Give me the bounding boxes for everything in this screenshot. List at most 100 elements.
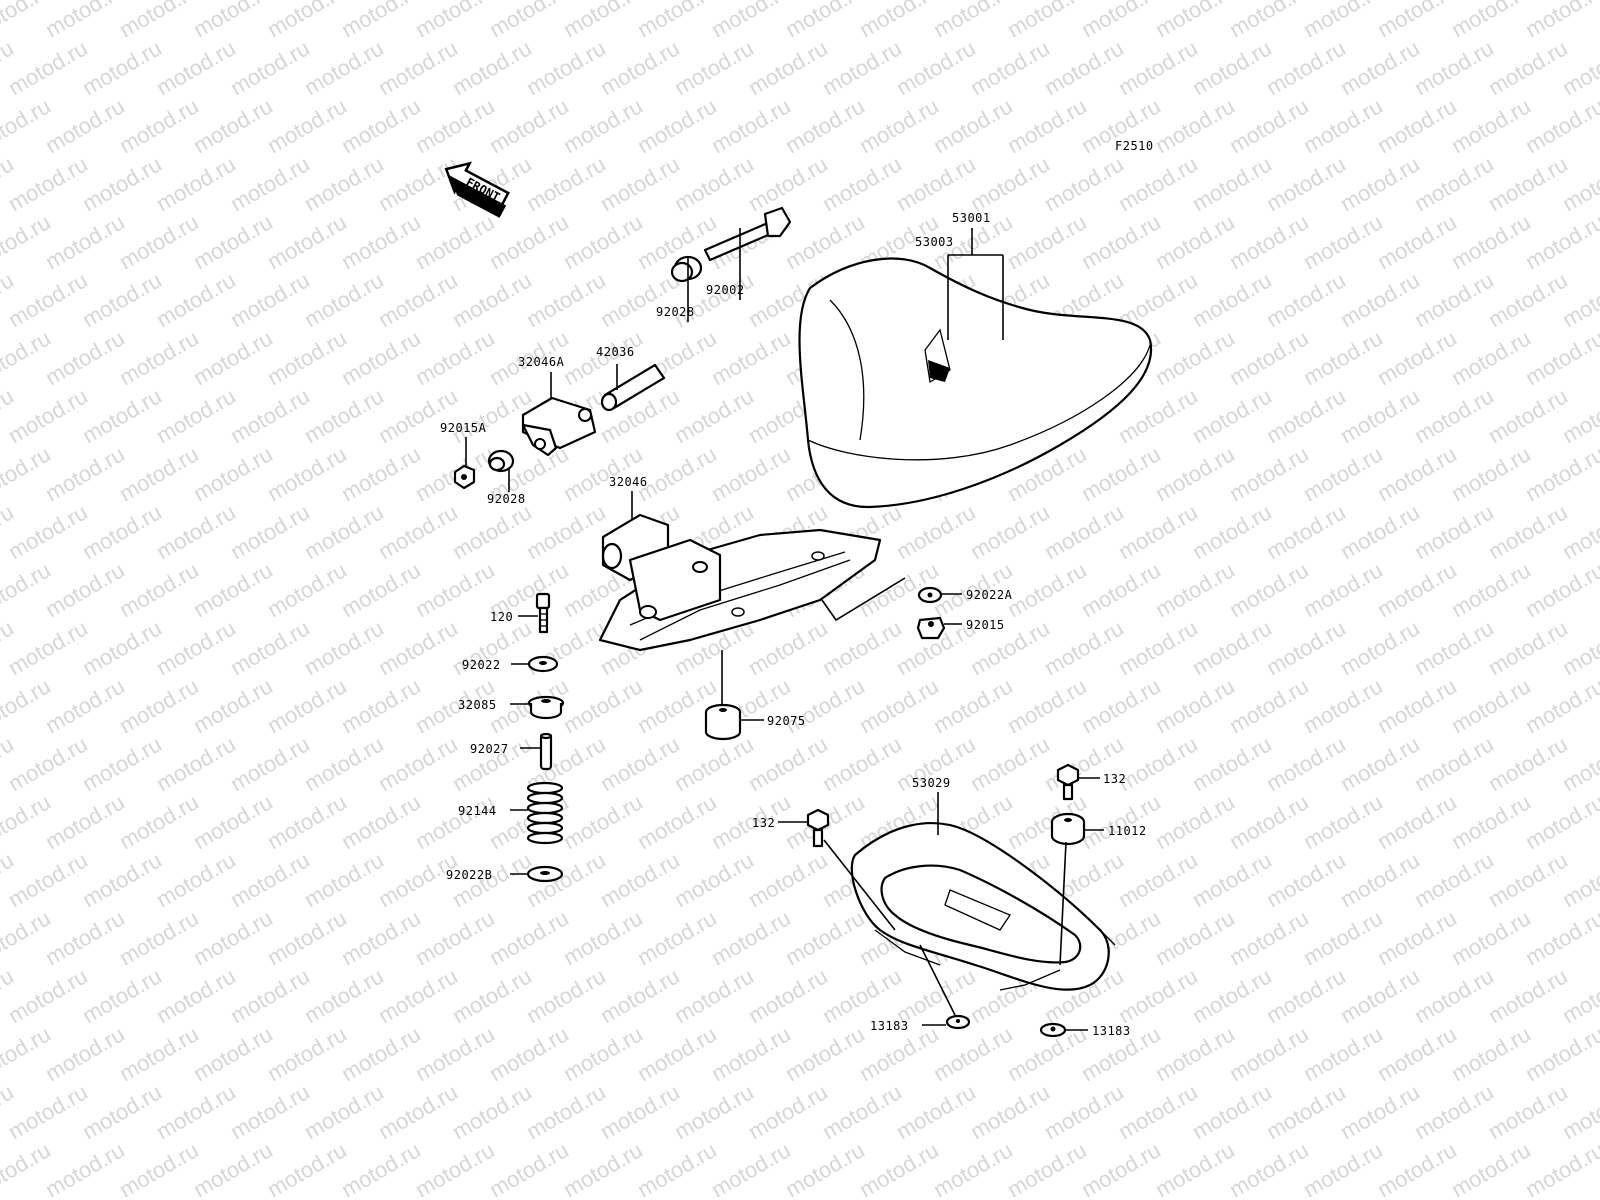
watermark-text: motod.ru xyxy=(115,325,203,390)
watermark-text: motod.ru xyxy=(1484,499,1572,564)
watermark-text: motod.ru xyxy=(41,1137,129,1200)
watermark-text: motod.ru xyxy=(226,267,314,332)
watermark-text: motod.ru xyxy=(226,731,314,796)
watermark-text: motod.ru xyxy=(152,151,240,216)
watermark-text: motod.ru xyxy=(1484,1079,1572,1144)
watermark-text: motod.ru xyxy=(1521,209,1600,274)
damper-32085: 32085 xyxy=(458,695,565,720)
watermark-text: motod.ru xyxy=(707,1137,795,1200)
watermark-text: motod.ru xyxy=(115,789,203,854)
watermark-text: motod.ru xyxy=(411,789,499,854)
watermark-text: motod.ru xyxy=(855,1137,943,1200)
watermark-text: motod.ru xyxy=(374,267,462,332)
watermark-text: motod.ru xyxy=(374,151,462,216)
label-32046: 32046 xyxy=(609,475,648,489)
watermark-text: motod.ru xyxy=(596,35,684,100)
watermark-text: motod.ru xyxy=(1188,383,1276,448)
watermark-text: motod.ru xyxy=(1336,731,1424,796)
watermark-text: motod.ru xyxy=(1151,1137,1239,1200)
watermark-text: motod.ru xyxy=(337,789,425,854)
watermark-text: motod.ru xyxy=(633,93,721,158)
watermark-text: motod.ru xyxy=(1114,35,1202,100)
watermark-text: motod.ru xyxy=(1077,209,1165,274)
watermark-text: motod.ru xyxy=(1225,789,1313,854)
watermark-text: motod.ru xyxy=(4,615,92,680)
watermark-text: motod.ru xyxy=(1447,325,1535,390)
watermark-text: motod.ru xyxy=(781,1021,869,1086)
watermark-text: motod.ru xyxy=(1151,209,1239,274)
watermark-text: motod.ru xyxy=(152,847,240,912)
watermark-text: motod.ru xyxy=(189,325,277,390)
watermark-text: motod.ru xyxy=(1521,93,1600,158)
washer-13183-left: 13183 xyxy=(870,944,971,1033)
watermark-text: motod.ru xyxy=(1299,557,1387,622)
label-92022A: 92022A xyxy=(966,588,1013,602)
watermark-text: motod.ru xyxy=(115,905,203,970)
watermark-text: motod.ru xyxy=(263,557,351,622)
watermark-text: motod.ru xyxy=(115,209,203,274)
callout-53001: 53001 xyxy=(947,211,1004,340)
watermark-text: motod.ru xyxy=(1299,673,1387,738)
watermark-text: motod.ru xyxy=(1262,1195,1350,1200)
watermark-text: motod.ru xyxy=(411,557,499,622)
watermark-text: motod.ru xyxy=(670,383,758,448)
watermark-text: motod.ru xyxy=(1225,1137,1313,1200)
watermark-text: motod.ru xyxy=(1336,499,1424,564)
watermark-text: motod.ru xyxy=(1077,673,1165,738)
watermark-text: motod.ru xyxy=(1262,847,1350,912)
watermark-text: motod.ru xyxy=(892,151,980,216)
watermark-text: motod.ru xyxy=(4,963,92,1028)
watermark-text: motod.ru xyxy=(1188,1079,1276,1144)
watermark-text: motod.ru xyxy=(1188,615,1276,680)
watermark-text: motod.ru xyxy=(1521,1137,1600,1200)
watermark-text: motod.ru xyxy=(1114,847,1202,912)
damper-92075: 92075 xyxy=(704,650,805,741)
watermark-text: motod.ru xyxy=(1299,209,1387,274)
watermark-text: motod.ru xyxy=(485,1137,573,1200)
seat-53001 xyxy=(798,257,1153,509)
label-42036: 42036 xyxy=(596,345,635,359)
watermark-text: motod.ru xyxy=(263,1137,351,1200)
watermark-text: motod.ru xyxy=(448,1195,536,1200)
watermark-text: motod.ru xyxy=(300,615,388,680)
label-53029: 53029 xyxy=(912,776,951,790)
watermark-text: motod.ru xyxy=(78,1195,166,1200)
watermark-text: motod.ru xyxy=(559,1137,647,1200)
watermark-text: motod.ru xyxy=(929,673,1017,738)
watermark-text: motod.ru xyxy=(374,963,462,1028)
watermark-text: motod.ru xyxy=(115,1021,203,1086)
watermark-text: motod.ru xyxy=(1447,209,1535,274)
watermark-text: motod.ru xyxy=(374,731,462,796)
watermark-text: motod.ru xyxy=(1003,93,1091,158)
watermark-text: motod.ru xyxy=(559,441,647,506)
watermark-text: motod.ru xyxy=(1410,499,1498,564)
watermark-text: motod.ru xyxy=(1151,93,1239,158)
watermark-text: motod.ru xyxy=(1373,1137,1461,1200)
watermark-text: motod.ru xyxy=(1521,557,1600,622)
watermark-text: motod.ru xyxy=(1262,499,1350,564)
watermark-text: motod.ru xyxy=(929,1021,1017,1086)
watermark-text: motod.ru xyxy=(1299,905,1387,970)
watermark-text: motod.ru xyxy=(670,847,758,912)
nut-92015A: 92015A xyxy=(440,421,486,490)
watermark-text: motod.ru xyxy=(559,93,647,158)
watermark-text: motod.ru xyxy=(892,1195,980,1200)
watermark-text: motod.ru xyxy=(337,1137,425,1200)
watermark-text: motod.ru xyxy=(633,905,721,970)
watermark-text: motod.ru xyxy=(337,905,425,970)
watermark-text: motod.ru xyxy=(4,35,92,100)
watermark-text: motod.ru xyxy=(1484,35,1572,100)
watermark-text: motod.ru xyxy=(1484,267,1572,332)
watermark-text: motod.ru xyxy=(1410,383,1498,448)
watermark-text: motod.ru xyxy=(1484,731,1572,796)
watermark-text: motod.ru xyxy=(485,905,573,970)
watermark-text: motod.ru xyxy=(300,151,388,216)
watermark-text: motod.ru xyxy=(1299,789,1387,854)
callout-53003: 53003 xyxy=(915,235,953,249)
watermark-text: motod.ru xyxy=(1373,789,1461,854)
watermark-text: motod.ru xyxy=(1151,441,1239,506)
watermark-text: motod.ru xyxy=(78,847,166,912)
watermark-text: motod.ru xyxy=(966,151,1054,216)
watermark-text: motod.ru xyxy=(300,963,388,1028)
watermark-text: motod.ru xyxy=(300,1079,388,1144)
